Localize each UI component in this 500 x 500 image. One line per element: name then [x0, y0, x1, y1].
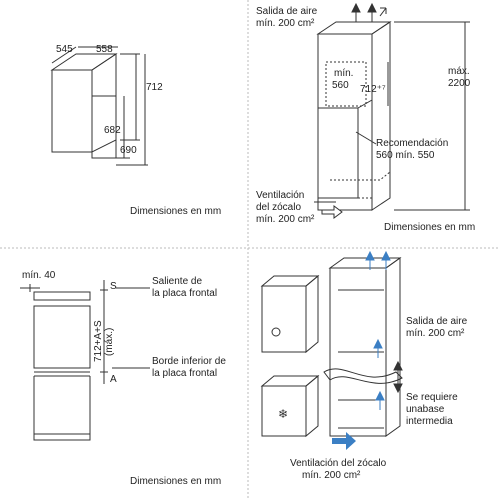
- br-air-out-line2: mín. 200 cm²: [406, 328, 465, 339]
- vent-arrow-tr: [321, 205, 343, 219]
- caption-tr: Dimensiones en mm: [384, 222, 475, 233]
- vent-arrow-br: [332, 432, 356, 450]
- min40-label: mín. 40: [22, 270, 56, 281]
- appliance-front: [51, 69, 93, 153]
- caption-bl: Dimensiones en mm: [130, 476, 221, 487]
- vent-line3: mín. 200 cm²: [256, 214, 315, 225]
- rec-line2: 560 mín. 550: [376, 150, 435, 161]
- max-label: máx.: [448, 66, 470, 77]
- panel-dimensions-appliance: [50, 46, 148, 166]
- dim-712-label: 712: [146, 82, 163, 93]
- vent-line2: del zócalo: [256, 202, 301, 213]
- borde-line1: Borde inferior de: [152, 356, 226, 367]
- dim-line-width: [51, 46, 77, 64]
- niche-opening: [325, 61, 367, 107]
- appliance-door: [317, 107, 359, 199]
- br-vent-line1: Ventilación del zócalo: [290, 458, 387, 469]
- dim-width-label: 545: [56, 44, 73, 55]
- panel-front-plate: [20, 280, 150, 441]
- br-air-out-line1: Salida de aire: [406, 316, 468, 327]
- cabinet-top: [316, 21, 392, 35]
- base-line3: intermedia: [406, 416, 453, 427]
- air-arrows-br: [365, 250, 391, 410]
- saliente-line1: Saliente de: [152, 276, 202, 287]
- max-value: 2200: [448, 78, 471, 89]
- appliance-side: [91, 53, 117, 153]
- vertical-label-2: (máx.): [104, 328, 115, 356]
- cabinet-side-br: [385, 257, 401, 437]
- niche-width: 560: [332, 80, 349, 91]
- cabinet-front: [317, 33, 373, 211]
- upper-box-top: [260, 275, 320, 287]
- double-arrow-icon: [393, 360, 403, 394]
- panel-installation: ❄: [260, 257, 403, 438]
- br-vent-line2: mín. 200 cm²: [302, 470, 361, 481]
- top-rail: [33, 291, 91, 301]
- air-out-arrows-tr: [351, 2, 387, 22]
- saliente-line2: la placa frontal: [152, 288, 217, 299]
- lower-box-side: [305, 374, 319, 438]
- upper-box-front: [261, 285, 307, 353]
- dim-682-label: 682: [104, 125, 121, 136]
- caption-tl: Dimensiones en mm: [130, 206, 221, 217]
- snowflake-icon: ❄: [278, 407, 288, 421]
- front-plate: [33, 305, 91, 369]
- vent-line1: Ventilación: [256, 190, 304, 201]
- base-line1: Se requiere: [406, 392, 458, 403]
- base-line2: unabase: [406, 404, 445, 415]
- upper-box-side: [305, 274, 319, 354]
- vertical-label-1: 712+A+S: [93, 320, 104, 362]
- min-label: mín.: [334, 68, 353, 79]
- a-label: A: [110, 374, 117, 385]
- air-out-line2: mín. 200 cm²: [256, 18, 315, 29]
- intermediate-base: [323, 368, 403, 384]
- door-panel: [91, 95, 117, 159]
- panel-niche-dimensions: [314, 21, 470, 211]
- upper-box-knob: [271, 327, 281, 337]
- niche-height: 712⁺⁷: [360, 84, 386, 95]
- air-out-line1: Salida de aire: [256, 6, 318, 17]
- cabinet-side: [371, 21, 391, 211]
- borde-line2: la placa frontal: [152, 368, 217, 379]
- lower-box-top: [260, 375, 320, 387]
- s-label: S: [110, 281, 117, 292]
- rec-line1: Recomendación: [376, 138, 448, 149]
- dim-depth-label: 558: [96, 44, 113, 55]
- bottom-rail: [33, 433, 91, 441]
- dim-690-label: 690: [120, 145, 137, 156]
